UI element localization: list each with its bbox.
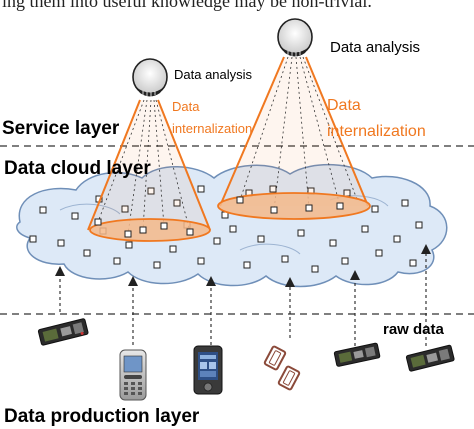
internalization-label-line1: Data xyxy=(172,99,200,114)
arrowhead xyxy=(421,244,431,254)
sensor-board-icon xyxy=(333,342,381,367)
data-point xyxy=(341,257,349,265)
arrowheads xyxy=(55,244,431,287)
data-point xyxy=(329,239,337,247)
analysis-label: Data analysis xyxy=(330,39,420,56)
data-point xyxy=(236,196,244,204)
data-point xyxy=(243,261,251,269)
pda-icon xyxy=(193,345,223,395)
rfid-tags-icon xyxy=(263,345,301,391)
data-points xyxy=(29,185,423,273)
data-point xyxy=(336,202,344,210)
data-point xyxy=(401,199,409,207)
analysis-node-2: Data analysis Data internalization xyxy=(217,18,426,220)
data-point xyxy=(71,212,79,220)
data-point xyxy=(281,255,289,263)
internalization-funnel xyxy=(88,100,210,230)
data-point xyxy=(375,249,383,257)
sensor-board-icon xyxy=(37,318,89,346)
data-point xyxy=(153,261,161,269)
internalization-label-line2: internalization xyxy=(172,121,252,136)
data-point xyxy=(409,259,417,267)
header-text-fragment: ing them into useful knowledge may be no… xyxy=(2,0,372,11)
data-point xyxy=(361,225,369,233)
data-point xyxy=(160,222,168,230)
data-point xyxy=(39,206,47,214)
data-point xyxy=(121,205,129,213)
internalization-area xyxy=(217,192,371,220)
data-point xyxy=(311,265,319,273)
data-point xyxy=(29,235,37,243)
cell-phone-icon xyxy=(119,349,147,401)
data-point xyxy=(94,218,102,226)
data-point xyxy=(83,249,91,257)
data-point xyxy=(297,229,305,237)
data-point xyxy=(415,221,423,229)
arrowhead xyxy=(285,277,295,287)
data-point xyxy=(139,226,147,234)
data-point xyxy=(124,230,132,238)
data-point xyxy=(197,257,205,265)
data-production-layer-label: Data production layer xyxy=(4,406,200,427)
arrowhead xyxy=(206,276,216,286)
data-point xyxy=(270,206,278,214)
data-point xyxy=(169,245,177,253)
sensor-board-icon xyxy=(405,344,455,372)
data-point xyxy=(305,204,313,212)
lens-icon xyxy=(277,18,313,57)
analysis-node-1: Data analysis Data internalization xyxy=(87,58,253,242)
data-point xyxy=(57,239,65,247)
data-point xyxy=(186,228,194,236)
arrowhead xyxy=(128,276,138,286)
data-point xyxy=(197,185,205,193)
data-point xyxy=(113,257,121,265)
data-point xyxy=(173,199,181,207)
raw-data-label: raw data xyxy=(383,321,445,338)
internalization-label-line1: Data xyxy=(327,97,361,114)
arrowhead xyxy=(350,270,360,280)
data-point xyxy=(257,235,265,243)
data-point xyxy=(125,241,133,249)
raw-data-arrows xyxy=(59,250,427,346)
data-cloud-layer-label: Data cloud layer xyxy=(4,158,151,179)
data-point xyxy=(229,225,237,233)
internalization-label-line2: internalization xyxy=(327,123,426,140)
data-point xyxy=(269,185,277,193)
data-point xyxy=(371,205,379,213)
data-point xyxy=(147,187,155,195)
arrowhead xyxy=(55,266,65,276)
service-layer-label: Service layer xyxy=(2,118,120,139)
internalization-area xyxy=(89,218,211,242)
data-point xyxy=(393,235,401,243)
internalization-funnel xyxy=(220,57,368,206)
lens-icon xyxy=(132,58,168,97)
analysis-label: Data analysis xyxy=(174,67,253,82)
data-point xyxy=(213,237,221,245)
